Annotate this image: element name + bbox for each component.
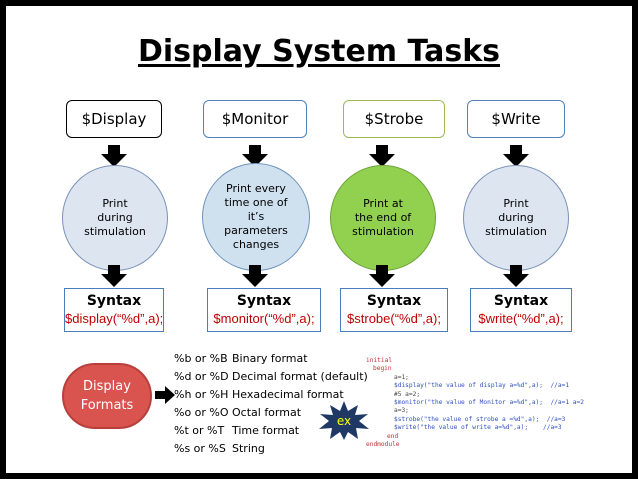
desc-line: it’s bbox=[247, 210, 265, 223]
format-row: %b or %B Binary format bbox=[174, 350, 368, 368]
syntax-code: $write(“%d”,a); bbox=[478, 311, 564, 326]
format-meaning: String bbox=[232, 442, 265, 455]
code-line: begin bbox=[373, 365, 392, 373]
arrow-down-icon bbox=[503, 145, 529, 167]
desc-line: stimulation bbox=[84, 225, 146, 238]
header-display: $Display bbox=[66, 100, 162, 138]
code-line: initial bbox=[366, 357, 393, 364]
code-line: $strobe("the value of strobe a =%d",a); … bbox=[394, 415, 566, 423]
syntax-label: Syntax bbox=[236, 293, 292, 309]
header-display-label: $Display bbox=[81, 110, 147, 128]
syntax-code: $strobe(“%d”,a); bbox=[347, 311, 441, 326]
syntax-code: $monitor(“%d”,a); bbox=[213, 311, 315, 326]
format-spec: %s or %S bbox=[174, 442, 226, 455]
syntax-label: Syntax bbox=[366, 293, 422, 309]
desc-line: during bbox=[498, 211, 534, 224]
format-meaning: Hexadecimal format bbox=[232, 388, 344, 401]
arrow-down-icon bbox=[101, 265, 127, 287]
code-line: endmodule bbox=[366, 441, 400, 449]
syntax-code: $display(“%d”,a); bbox=[65, 311, 164, 326]
format-meaning: Decimal format (default) bbox=[232, 370, 368, 383]
syntax-box-monitor: Syntax $monitor(“%d”,a); bbox=[207, 288, 321, 332]
format-meaning: Octal format bbox=[232, 406, 302, 419]
desc-line: stimulation bbox=[485, 225, 547, 238]
header-strobe-label: $Strobe bbox=[364, 110, 424, 128]
format-meaning: Time format bbox=[232, 424, 300, 437]
desc-line: stimulation bbox=[352, 225, 414, 238]
code-line: a=1; bbox=[394, 373, 409, 381]
format-spec: %b or %B bbox=[174, 352, 228, 365]
desc-line: Print every bbox=[226, 182, 286, 195]
format-row: %s or %S String bbox=[174, 440, 368, 458]
arrow-down-icon bbox=[503, 265, 529, 287]
format-spec: %h or %H bbox=[174, 388, 229, 401]
header-monitor-label: $Monitor bbox=[221, 110, 289, 128]
arrow-right-icon bbox=[155, 386, 175, 404]
arrow-down-icon bbox=[242, 265, 268, 287]
format-spec: %t or %T bbox=[174, 424, 225, 437]
desc-line: time one of bbox=[224, 196, 288, 209]
code-line: $display("the value of display a=%d",a);… bbox=[394, 382, 570, 390]
desc-line: the end of bbox=[354, 211, 412, 224]
display-formats-badge: Display Formats bbox=[62, 363, 152, 429]
header-write-label: $Write bbox=[491, 110, 541, 128]
header-write: $Write bbox=[467, 100, 565, 138]
formats-label-line: Display bbox=[83, 379, 131, 394]
code-line: a=3; bbox=[394, 407, 409, 415]
syntax-label: Syntax bbox=[493, 293, 549, 309]
format-meaning: Binary format bbox=[232, 352, 308, 365]
format-spec: %d or %D bbox=[174, 370, 229, 383]
desc-line: Print at bbox=[363, 197, 403, 210]
syntax-box-write: Syntax $write(“%d”,a); bbox=[470, 288, 572, 332]
format-row: %t or %T Time format bbox=[174, 422, 368, 440]
arrow-down-icon bbox=[369, 265, 395, 287]
syntax-box-strobe: Syntax $strobe(“%d”,a); bbox=[340, 288, 448, 332]
syntax-box-display: Syntax $display(“%d”,a); bbox=[64, 288, 164, 332]
formats-label-line: Formats bbox=[80, 398, 134, 413]
desc-line: parameters bbox=[224, 224, 288, 237]
example-label: ex bbox=[337, 414, 351, 428]
code-line: $write("the value of write a=%d",a); //a… bbox=[394, 424, 562, 432]
code-line: #5 a=2; bbox=[394, 390, 421, 398]
arrow-down-icon bbox=[101, 145, 127, 167]
syntax-label: Syntax bbox=[86, 293, 142, 309]
desc-line: Print bbox=[102, 197, 128, 210]
desc-line: Print bbox=[503, 197, 529, 210]
desc-line: changes bbox=[232, 238, 280, 251]
code-line: end bbox=[387, 432, 399, 440]
page-title: Display System Tasks bbox=[137, 34, 501, 69]
format-spec: %o or %O bbox=[174, 406, 229, 419]
arrow-down-icon bbox=[369, 145, 395, 167]
header-monitor: $Monitor bbox=[203, 100, 307, 138]
arrow-down-icon bbox=[242, 145, 268, 167]
example-star-icon: ex bbox=[319, 401, 369, 440]
desc-line: during bbox=[97, 211, 133, 224]
header-strobe: $Strobe bbox=[343, 100, 445, 138]
code-line: $monitor("the value of Monitor a=%d",a);… bbox=[394, 399, 584, 407]
